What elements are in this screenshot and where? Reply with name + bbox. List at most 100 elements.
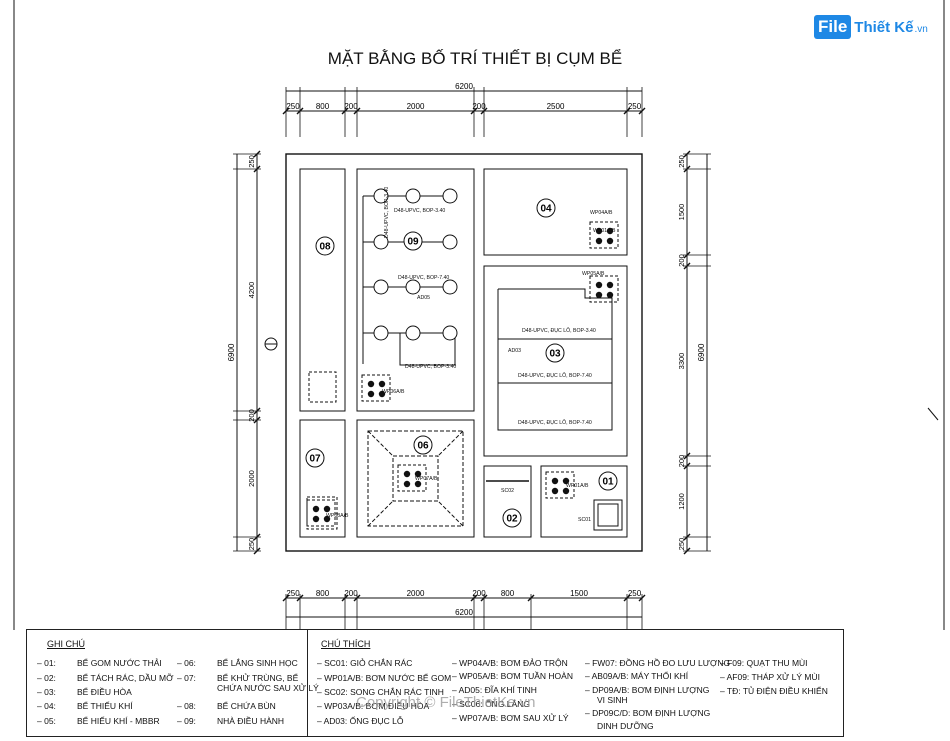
ghi-chu-item: – 02:BỂ TÁCH RÁC, DẦU MỠ bbox=[37, 673, 174, 683]
chu-thich-item: – SC06: ỐNG LẮNG bbox=[452, 699, 530, 709]
dim-right-part: 3300 bbox=[677, 353, 686, 370]
tank-05-wall bbox=[356, 168, 475, 412]
ghi-chu-item: – 01:BỂ GOM NƯỚC THẢI bbox=[37, 658, 162, 668]
wp06-label: WP06A/B bbox=[382, 389, 405, 395]
dim-bottom-part: 250 bbox=[286, 589, 300, 598]
dim-bottom-part: 1500 bbox=[570, 589, 588, 598]
chu-thich-item: – AB09A/B: MÁY THỔI KHÍ bbox=[585, 671, 689, 681]
ghi-chu-item: – 07:BỂ KHỬ TRÙNG, BỂ bbox=[177, 673, 299, 683]
sc02-label: SC02 bbox=[501, 488, 514, 494]
logo-suffix: .vn bbox=[914, 24, 928, 35]
logo-file: File bbox=[814, 15, 852, 39]
pipe-label-a: D48-UPVC, BOP-3.40 bbox=[394, 208, 445, 214]
dim-bottom-part: 2000 bbox=[407, 589, 425, 598]
pump-wp04 bbox=[589, 221, 619, 249]
diffuser-0-1 bbox=[405, 188, 421, 204]
dim-left-part: 2000 bbox=[247, 470, 256, 487]
dim-right-part: 200 bbox=[677, 254, 686, 267]
pipe-label-g: D48-UPVC, ĐỤC LỖ, BOP-7.40 bbox=[518, 419, 592, 426]
pipe-label-b: D48-UPVC, BOP-3.40 bbox=[384, 187, 390, 238]
pump-wp05 bbox=[589, 275, 619, 303]
diffuser-1-0 bbox=[373, 234, 389, 250]
drawing-title: MẶT BẰNG BỐ TRÍ THIẾT BỊ CỤM BỂ bbox=[327, 49, 623, 68]
tank-08-number: 08 bbox=[319, 242, 331, 253]
dim-bottom-total: 6200 bbox=[455, 608, 473, 617]
sc01-basket bbox=[593, 499, 623, 531]
chu-thich-item: – DP09C/D: BƠM ĐỊNH LƯỢNG bbox=[585, 708, 711, 718]
dim-top-part: 2500 bbox=[547, 102, 565, 111]
chu-thich-item: DINH DƯỠNG bbox=[597, 721, 654, 731]
tank-04-wall bbox=[483, 168, 628, 256]
diffuser-2-2 bbox=[442, 279, 458, 295]
tank-03-wall bbox=[483, 265, 628, 457]
dim-left-part: 250 bbox=[247, 155, 256, 168]
diffuser-0-2 bbox=[442, 188, 458, 204]
dim-bottom-part: 200 bbox=[344, 589, 358, 598]
dim-right-part: 1500 bbox=[677, 204, 686, 221]
dim-left-part: 200 bbox=[247, 409, 256, 422]
diffuser-2-1 bbox=[405, 279, 421, 295]
chu-thich-item: – TĐ: TỦ ĐIỆN ĐIỀU KHIỂN bbox=[720, 686, 828, 696]
dim-top-part: 250 bbox=[628, 102, 642, 111]
tank-07-number: 07 bbox=[309, 454, 321, 465]
wp07-label: WP07A/B bbox=[415, 476, 438, 482]
brand-logo[interactable]: File Thiết Kế .vn bbox=[814, 14, 928, 40]
wp04-label: WP04A/B bbox=[590, 210, 613, 216]
pipe-label-f: D48-UPVC, ĐỤC LỖ, BOP-7.40 bbox=[518, 372, 592, 379]
tank-05-number: 09 bbox=[407, 237, 419, 248]
ghi-chu-item: CHỨA NƯỚC SAU XỬ LÝ bbox=[217, 683, 319, 693]
chu-thich-item: – AD03: ỐNG ĐỤC LỖ bbox=[317, 716, 404, 726]
ghi-chu-item: – 08:BỂ CHỨA BÙN bbox=[177, 701, 276, 711]
dim-bottom-part: 200 bbox=[472, 589, 486, 598]
tank-08-wall bbox=[299, 168, 346, 412]
break-mark bbox=[927, 407, 939, 421]
dim-right-part: 200 bbox=[677, 455, 686, 468]
wp08-label: WP08A/B bbox=[326, 513, 349, 519]
chu-thich-item: VI SINH bbox=[597, 695, 628, 705]
pump-group bbox=[306, 221, 619, 527]
ghi-chu-item: – 06:BỂ LẮNG SINH HỌC bbox=[177, 658, 298, 668]
chu-thich-item: – FW07: ĐỒNG HỒ ĐO LƯU LƯỢNG bbox=[585, 658, 731, 668]
tank-08-marker bbox=[315, 236, 335, 256]
chu-thich-item: – WP07A/B: BƠM SAU XỬ LÝ bbox=[452, 713, 569, 723]
pipe-label-d: D48-UPVC, BOP-3.40 bbox=[405, 364, 456, 370]
tank-02-marker bbox=[502, 508, 522, 528]
wp01-label-top: WP01A/B bbox=[593, 228, 616, 234]
chu-thich-item: – WP03A/B: BƠM ĐIỀU HÒA bbox=[317, 701, 430, 711]
tank-06-diag-3 bbox=[367, 500, 394, 527]
wp05-label: WP05A/B bbox=[582, 271, 605, 277]
tank-08-pit bbox=[308, 371, 337, 403]
tank-04-number: 04 bbox=[540, 204, 552, 215]
dim-left-part: 4200 bbox=[247, 282, 256, 299]
sc01-basket-inner bbox=[597, 503, 619, 527]
tank-06-diag-4 bbox=[437, 500, 464, 527]
tank-07-wall bbox=[299, 419, 346, 538]
tank-03-pipe-frame bbox=[497, 288, 613, 431]
tank-02-number: 02 bbox=[506, 514, 518, 525]
chu-thich-heading: CHÚ THÍCH bbox=[321, 639, 371, 649]
tank-03-marker bbox=[545, 343, 565, 363]
sc01-label: SC01 bbox=[578, 517, 591, 523]
ghi-chu-item: – 05:BỂ HIẾU KHÍ - MBBR bbox=[37, 716, 160, 726]
dim-left-total: 6900 bbox=[227, 343, 236, 361]
dim-left-part: 250 bbox=[247, 538, 256, 551]
pump-wp08 bbox=[306, 499, 336, 527]
diffuser-2-0 bbox=[373, 279, 389, 295]
dim-bottom-part: 800 bbox=[316, 589, 330, 598]
chu-thich-item: – SC02: SONG CHẮN RÁC TINH bbox=[317, 687, 444, 697]
tank-03-number: 03 bbox=[549, 349, 561, 360]
ghi-chu-heading: GHI CHÚ bbox=[47, 639, 85, 649]
dim-top-total: 6200 bbox=[455, 82, 473, 91]
tank-07-marker bbox=[305, 448, 325, 468]
tank-06-core bbox=[392, 455, 439, 502]
watermark: Copyright © FileThietKe.vn bbox=[356, 694, 536, 711]
chu-thich-item: – F09: QUẠT THU MÙI bbox=[720, 658, 808, 668]
dim-bottom-part: 250 bbox=[628, 589, 642, 598]
chu-thich-item: – SC01: GIỎ CHẮN RÁC bbox=[317, 658, 413, 668]
ghi-chu-item: – 09:NHÀ ĐIỀU HÀNH bbox=[177, 716, 285, 726]
dim-top-part: 800 bbox=[316, 102, 330, 111]
diffuser-0-0 bbox=[373, 188, 389, 204]
